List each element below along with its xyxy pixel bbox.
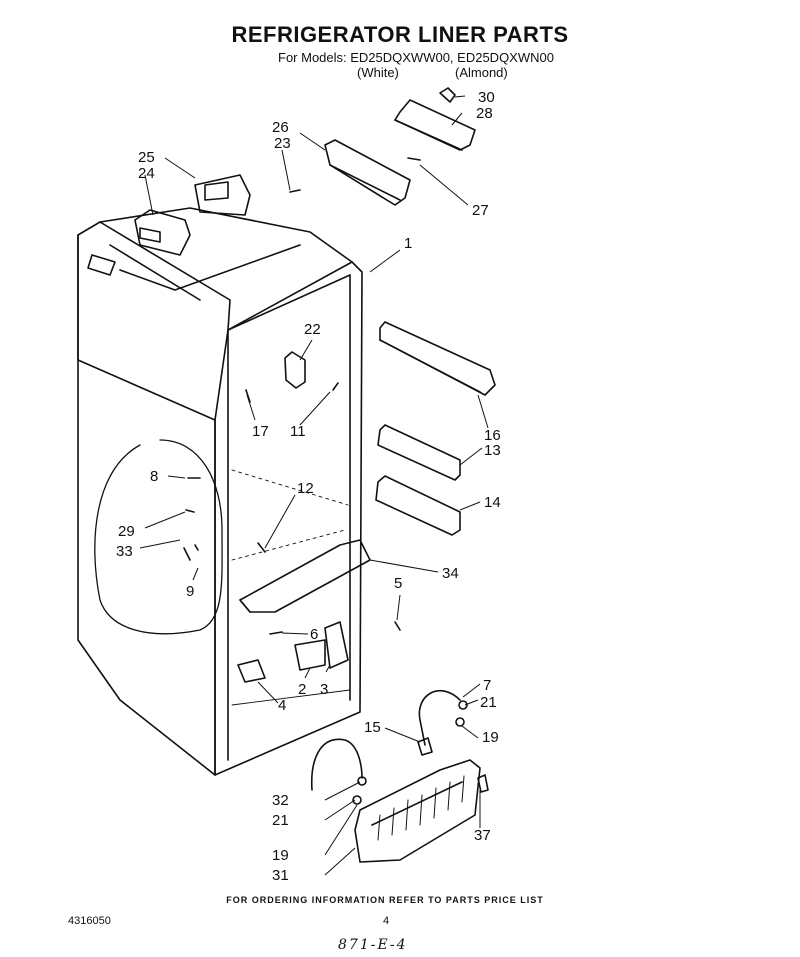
part-4 <box>237 659 266 683</box>
callout-22: 22 <box>304 321 321 338</box>
part-31 <box>354 759 481 863</box>
callout-2: 2 <box>298 681 306 698</box>
ordering-note: FOR ORDERING INFORMATION REFER TO PARTS … <box>226 895 544 905</box>
part-14 <box>375 475 461 536</box>
models-line: For Models: ED25DQXWW00, ED25DQXWN00 <box>278 50 554 65</box>
callout-11: 11 <box>290 423 306 440</box>
part-22 <box>284 351 306 389</box>
part-24 <box>134 209 191 256</box>
page-number: 4 <box>383 915 390 927</box>
callout-4: 4 <box>278 697 286 714</box>
part-21-upper <box>458 700 468 710</box>
callout-5: 5 <box>394 575 402 592</box>
callout-3: 3 <box>320 681 328 698</box>
callout-27: 27 <box>472 202 489 219</box>
part-15 <box>417 737 433 756</box>
callout-16: 16 <box>484 427 501 444</box>
callout-34: 34 <box>442 565 459 582</box>
part-13 <box>377 424 461 481</box>
document-number: 4316050 <box>68 915 111 927</box>
callout-32: 32 <box>272 792 289 809</box>
callout-30: 30 <box>478 89 495 106</box>
handwritten-code: 871-E-4 <box>338 937 408 953</box>
part-32 <box>310 738 363 791</box>
part-19-upper <box>455 717 465 727</box>
part-19-lower <box>352 795 362 805</box>
callout-9: 9 <box>186 583 194 600</box>
callout-23: 23 <box>274 135 291 152</box>
callout-19-lower: 19 <box>272 847 289 864</box>
callout-1: 1 <box>404 235 412 252</box>
callout-31: 31 <box>272 867 289 884</box>
callout-21-lower: 21 <box>272 812 289 829</box>
callout-17: 17 <box>252 423 269 440</box>
page-title: REFRIGERATOR LINER PARTS <box>231 22 569 47</box>
part-37 <box>477 774 489 793</box>
part-25 <box>194 174 251 216</box>
callout-12: 12 <box>297 480 314 497</box>
callout-6: 6 <box>310 626 318 643</box>
part-26 <box>324 139 411 206</box>
part-2 <box>294 639 326 671</box>
callout-15: 15 <box>364 719 381 736</box>
callout-24: 24 <box>138 165 155 182</box>
part-16 <box>379 321 496 396</box>
callout-25: 25 <box>138 149 155 166</box>
callout-7: 7 <box>483 677 491 694</box>
callout-28: 28 <box>476 105 493 122</box>
callout-21-upper: 21 <box>480 694 497 711</box>
callout-19-upper: 19 <box>482 729 499 746</box>
callout-14: 14 <box>484 494 501 511</box>
color-almond: (Almond) <box>455 65 508 80</box>
callout-33: 33 <box>116 543 133 560</box>
callout-26: 26 <box>272 119 289 136</box>
color-white: (White) <box>357 65 399 80</box>
part-3 <box>324 621 349 669</box>
callout-8: 8 <box>150 468 158 485</box>
part-30 <box>439 87 456 103</box>
callout-37: 37 <box>474 827 491 844</box>
callout-29: 29 <box>118 523 135 540</box>
callout-13: 13 <box>484 442 501 459</box>
part-21-lower <box>357 776 367 786</box>
part-7 <box>418 689 461 746</box>
